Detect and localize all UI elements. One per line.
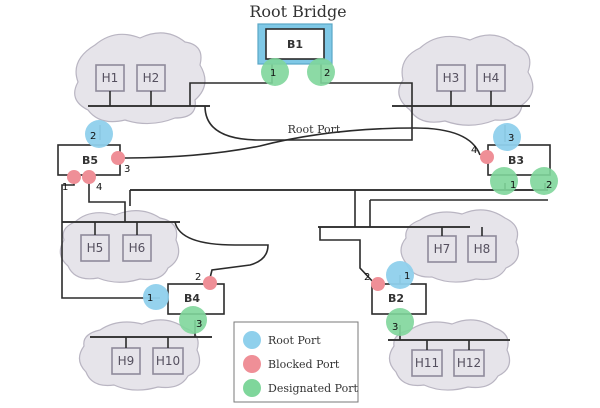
port-b1-1-label: 1 — [270, 68, 276, 79]
port-b3-2-designated[interactable]: 2 — [530, 167, 558, 195]
port-b2-3-designated[interactable]: 3 — [386, 308, 414, 336]
port-b4-2-blocked[interactable]: 2 — [195, 272, 217, 290]
host-h8: H8 — [467, 235, 497, 263]
port-b3-3-root[interactable]: 3 — [493, 123, 521, 151]
port-b2-2-label: 2 — [364, 272, 370, 283]
legend-blocked-port: Blocked Port — [243, 355, 340, 373]
host-h5-label: H5 — [87, 241, 104, 255]
port-b3-1-label: 1 — [510, 180, 516, 191]
host-h7-label: H7 — [434, 242, 451, 256]
legend-designated-port-swatch — [243, 379, 261, 397]
lan-bus-top-right — [392, 91, 530, 107]
host-h3-label: H3 — [443, 71, 460, 85]
host-h2: H2 — [136, 64, 166, 92]
port-b5-4-label: 4 — [96, 182, 102, 193]
port-b1-2-designated[interactable]: 2 — [307, 58, 335, 86]
legend: Root Port Blocked Port Designated Port — [233, 321, 359, 403]
lan-cloud-mid-right — [400, 209, 519, 283]
bridge-b1-label: B1 — [287, 38, 303, 51]
host-h6-label: H6 — [129, 241, 146, 255]
legend-root-port-swatch — [243, 331, 261, 349]
port-b1-2-label: 2 — [324, 68, 330, 79]
port-b5-2-root[interactable]: 2 — [85, 120, 113, 148]
host-h10: H10 — [152, 347, 184, 375]
port-b4-1-root[interactable]: 1 — [143, 284, 169, 310]
port-b3-4-label: 4 — [471, 145, 477, 156]
host-h9-label: H9 — [118, 354, 135, 368]
legend-designated-port: Designated Port — [243, 379, 358, 397]
legend-root-port-label: Root Port — [268, 334, 321, 347]
diagram-title: Root Bridge — [249, 2, 346, 21]
port-b5-2-label: 2 — [90, 131, 96, 142]
host-h1: H1 — [95, 64, 125, 92]
port-b2-3-label: 3 — [392, 322, 398, 333]
legend-root-port: Root Port — [243, 331, 321, 349]
host-h4-label: H4 — [483, 71, 500, 85]
host-h9: H9 — [111, 347, 141, 375]
port-b5-3-blocked[interactable]: 3 — [111, 151, 130, 175]
bridge-b2-label: B2 — [388, 292, 404, 305]
host-h3: H3 — [436, 64, 466, 92]
port-b3-4-blocked[interactable]: 4 — [471, 145, 494, 164]
port-b3-3-label: 3 — [508, 133, 514, 144]
host-h12-label: H12 — [457, 356, 481, 370]
bridge-b1[interactable]: B1 — [257, 23, 333, 65]
legend-blocked-port-label: Blocked Port — [268, 358, 340, 371]
port-b5-3-label: 3 — [124, 164, 130, 175]
port-b4-2-label: 2 — [195, 272, 201, 283]
lan-cloud-mid-left — [59, 210, 180, 283]
bridge-b5-label: B5 — [82, 154, 98, 167]
lan-bus-mid-left — [62, 221, 180, 235]
port-b5-4-blocked[interactable]: 4 — [82, 170, 102, 193]
port-b4-1-label: 1 — [147, 293, 153, 304]
root-port-annotation: Root Port — [288, 123, 341, 136]
host-h2-label: H2 — [143, 71, 160, 85]
host-h10-label: H10 — [156, 354, 180, 368]
port-b5-1-blocked[interactable]: 1 — [62, 170, 81, 193]
port-b1-1-designated[interactable]: 1 — [261, 58, 289, 86]
host-h8-label: H8 — [474, 242, 491, 256]
port-b2-1-label: 1 — [404, 271, 410, 282]
port-b3-2-label: 2 — [546, 180, 552, 191]
lan-cloud-top-right — [398, 34, 534, 126]
legend-blocked-port-swatch — [243, 355, 261, 373]
host-h1-label: H1 — [102, 71, 119, 85]
lan-bus-bottom-right — [388, 339, 510, 350]
host-h12: H12 — [453, 349, 485, 377]
port-b2-2-blocked[interactable]: 2 — [364, 272, 385, 291]
legend-designated-port-label: Designated Port — [268, 382, 358, 395]
port-b4-3-designated[interactable]: 3 — [179, 306, 207, 334]
host-h11-label: H11 — [415, 356, 439, 370]
port-b3-1-designated[interactable]: 1 — [490, 167, 518, 195]
port-b4-3-label: 3 — [196, 319, 202, 330]
host-h5: H5 — [80, 234, 110, 262]
bridge-b3-label: B3 — [508, 154, 524, 167]
host-h11: H11 — [411, 349, 443, 377]
lan-bus-mid-right — [318, 226, 483, 236]
lan-bus-bottom-left — [90, 336, 212, 348]
port-b5-1-label: 1 — [62, 182, 68, 193]
host-h6: H6 — [122, 234, 152, 262]
host-h7: H7 — [427, 235, 457, 263]
port-b2-1-root[interactable]: 1 — [386, 261, 414, 289]
host-h4: H4 — [476, 64, 506, 92]
bridge-b4-label: B4 — [184, 292, 200, 305]
